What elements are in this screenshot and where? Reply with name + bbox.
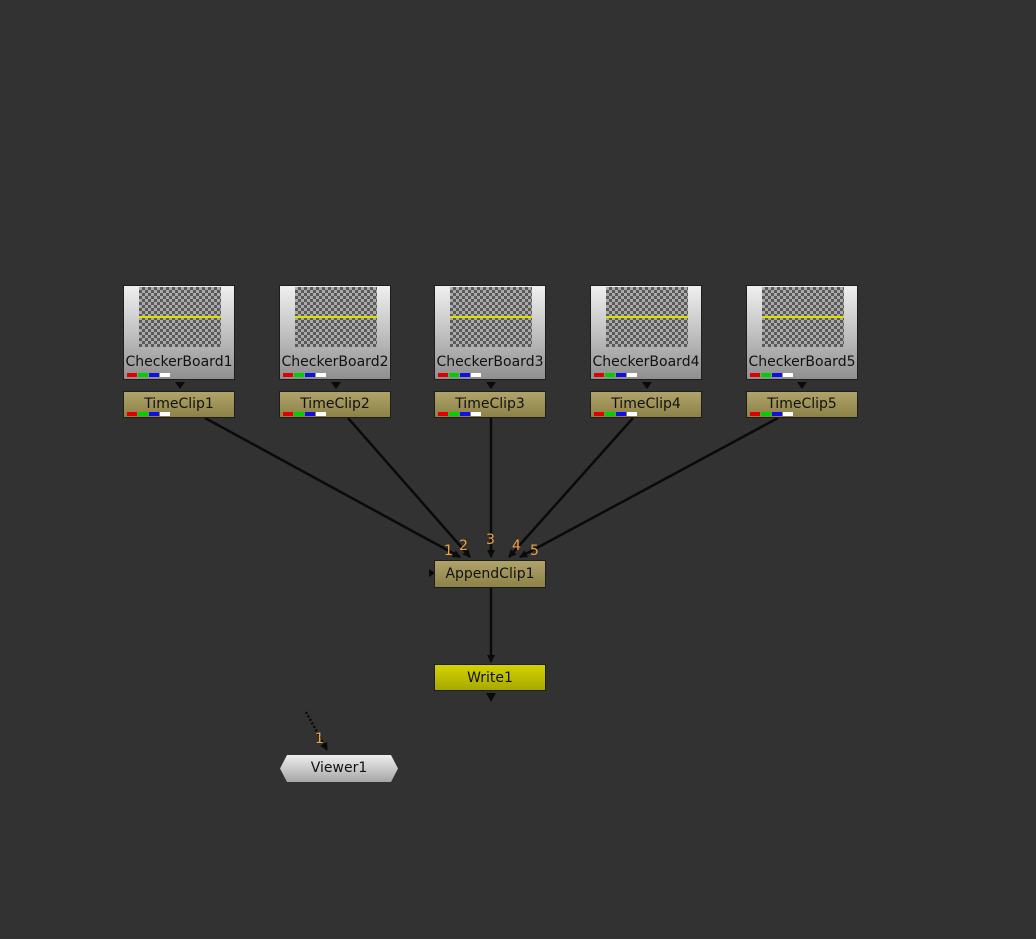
timeclip4-node[interactable]: TimeClip4 <box>590 391 702 418</box>
write1-node[interactable]: Write1 <box>434 664 546 691</box>
timeclip3-node[interactable]: TimeClip3 <box>434 391 546 418</box>
append-input-number-3: 3 <box>486 532 495 548</box>
checkerboard-thumbnail <box>295 287 377 347</box>
node-label: AppendClip1 <box>445 566 535 582</box>
channel-indicator <box>594 373 638 377</box>
edge-timeclip1-append[interactable] <box>204 416 461 559</box>
checkerboard-thumbnail <box>139 287 221 347</box>
timeclip5-node[interactable]: TimeClip5 <box>746 391 858 418</box>
checkerboard-thumbnail <box>450 287 532 347</box>
node-label: TimeClip1 <box>144 396 214 412</box>
node-label: Viewer1 <box>310 760 368 776</box>
node-label: Write1 <box>467 670 513 686</box>
timeclip2-node[interactable]: TimeClip2 <box>279 391 391 418</box>
node-label: TimeClip2 <box>300 396 370 412</box>
channel-indicator <box>750 412 794 416</box>
channel-indicator <box>283 373 327 377</box>
edge-timeclip5-append[interactable] <box>519 416 779 559</box>
checkerboard-thumbnail <box>606 287 688 347</box>
write-output-arrow <box>486 693 496 702</box>
checkerboard1-node[interactable]: CheckerBoard1 <box>123 285 235 380</box>
append-input-number-2: 2 <box>459 538 468 554</box>
edge-timeclip4-append[interactable] <box>508 417 634 558</box>
append-input-number-5: 5 <box>530 543 539 559</box>
node-label: CheckerBoard4 <box>592 354 700 370</box>
timeclip1-node[interactable]: TimeClip1 <box>123 391 235 418</box>
append-input-number-4: 4 <box>512 538 521 554</box>
checkerboard4-node[interactable]: CheckerBoard4 <box>590 285 702 380</box>
viewer1-node[interactable]: Viewer1 <box>280 755 398 782</box>
channel-indicator <box>750 373 794 377</box>
edge-timeclip2-append[interactable] <box>347 417 471 558</box>
checkerboard5-output-arrow <box>797 382 807 389</box>
checkerboard2-node[interactable]: CheckerBoard2 <box>279 285 391 380</box>
viewer-input-number: 1 <box>315 731 324 747</box>
channel-indicator <box>438 412 482 416</box>
channel-indicator <box>594 412 638 416</box>
checkerboard2-output-arrow <box>331 382 341 389</box>
node-label: CheckerBoard1 <box>125 354 233 370</box>
appendclip1-node[interactable]: AppendClip1 <box>434 560 546 588</box>
node-label: TimeClip3 <box>455 396 525 412</box>
channel-indicator <box>438 373 482 377</box>
checkerboard3-node[interactable]: CheckerBoard3 <box>434 285 546 380</box>
append-input-number-1: 1 <box>444 543 453 559</box>
checkerboard4-output-arrow <box>642 382 652 389</box>
channel-indicator <box>283 412 327 416</box>
checkerboard3-output-arrow <box>486 382 496 389</box>
channel-indicator <box>127 412 171 416</box>
node-label: CheckerBoard3 <box>436 354 544 370</box>
checkerboard5-node[interactable]: CheckerBoard5 <box>746 285 858 380</box>
node-label: TimeClip4 <box>611 396 681 412</box>
node-label: CheckerBoard2 <box>281 354 389 370</box>
node-label: CheckerBoard5 <box>748 354 856 370</box>
node-label: TimeClip5 <box>767 396 837 412</box>
checkerboard-thumbnail <box>762 287 844 347</box>
channel-indicator <box>127 373 171 377</box>
checkerboard1-output-arrow <box>175 382 185 389</box>
